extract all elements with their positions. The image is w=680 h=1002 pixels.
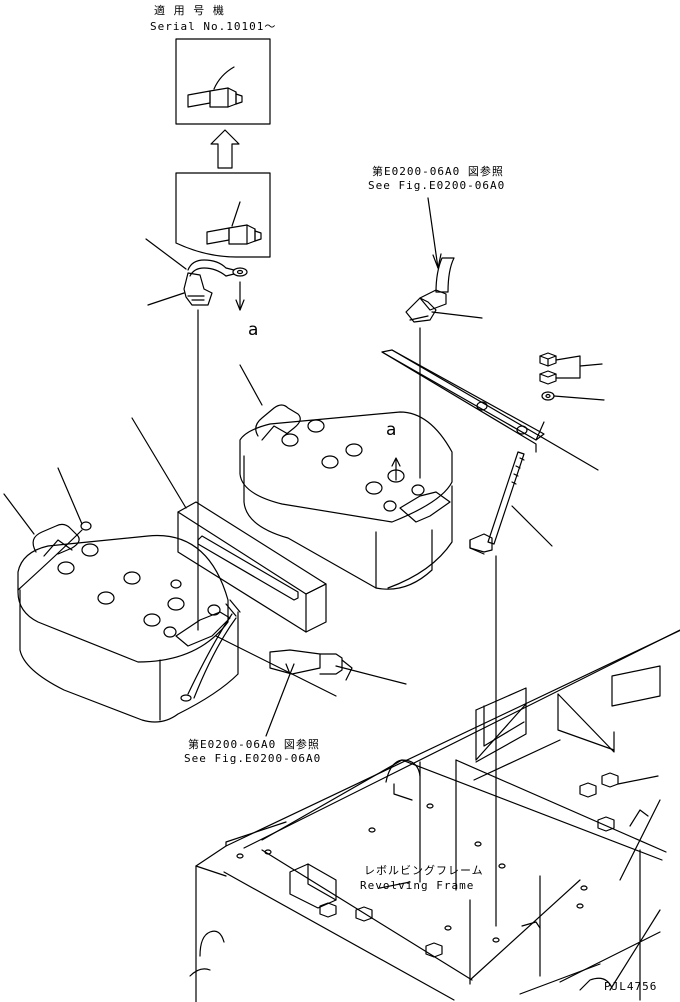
left-battery-cable — [146, 239, 247, 630]
upgrade-arrow — [211, 130, 239, 168]
revolving-frame-label-jp: レボルビングフレーム — [364, 864, 484, 877]
reference-label-bottom-jp: 第E0200-06A0 図参照 — [188, 738, 320, 751]
drawing-number: PJL4756 — [604, 980, 658, 993]
battery-spacer-plate — [132, 418, 326, 632]
right-battery-cable — [406, 198, 482, 478]
lower-cable-terminal — [216, 636, 406, 736]
callout-a-upper: a — [248, 320, 259, 340]
revolving-frame-label: Revolving Frame — [360, 879, 475, 892]
reference-label-top-jp: 第E0200-06A0 図参照 — [372, 165, 504, 178]
applicable-serial-label: Serial No.10101～ — [150, 20, 277, 33]
battery-j-bolt — [470, 452, 552, 926]
reference-label-top: See Fig.E0200-06A0 — [368, 179, 506, 192]
callout-a-lower: a — [386, 420, 397, 440]
applicable-serial-label-jp: 適 用 号 機 — [154, 4, 225, 17]
inset-old-terminal — [176, 173, 270, 257]
battery-hold-down-bar — [382, 350, 604, 470]
battery-rear — [240, 365, 452, 589]
inset-new-terminal — [176, 39, 270, 124]
revolving-frame — [190, 620, 680, 1002]
battery-front — [4, 468, 240, 722]
reference-label-bottom: See Fig.E0200-06A0 — [184, 752, 322, 765]
